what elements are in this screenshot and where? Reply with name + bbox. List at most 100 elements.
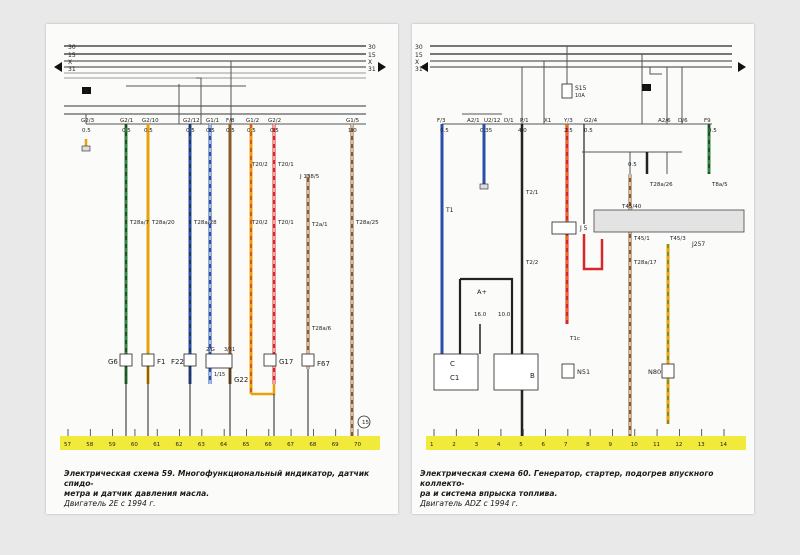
wire-size: 0.5 [708,128,717,134]
wire-label: G2/3 [81,118,95,124]
right-caption-engine: Двигатель ADZ с 1994 г. [420,499,519,508]
relay-label: J257 [691,241,705,248]
component-n51: N51 [577,368,590,376]
ground-number: 2 [452,442,456,448]
ground-number: 13 [698,442,705,448]
fuse-s15 [561,83,573,99]
ground-number: 62 [176,442,183,448]
bus-label-15: 15 [68,52,76,59]
component-a: A+ [477,288,487,296]
left-bus-lines [54,45,386,115]
wire-size: 0.5 [247,128,256,134]
wire-label: A2/1 [467,118,480,124]
ground-number: 65 [242,442,249,448]
connector-label: T28a/20 [151,220,175,226]
ground-number: 70 [354,442,361,448]
component-t1: T1 [445,207,454,214]
wire-label: G1/5 [346,118,360,124]
wire-size: 1.0 [348,128,357,134]
right-feed-lines [442,46,712,125]
left-caption-title: Электрическая схема 59. Многофункциональ… [64,469,370,488]
connector-label: T28a/17 [633,260,657,266]
connector-label: T2a/1 [311,222,328,228]
right-ground-bar [426,436,746,450]
wire-label: D/1 [504,118,514,124]
wire-label: F9 [704,118,711,124]
connector-label: T8a/5 [711,182,728,188]
wire-size: 0.5 [440,128,449,134]
right-caption-line2: ра и система впрыска топлива. [420,489,558,498]
wire-label: D/6 [678,118,688,124]
bus-label-x-right: X [368,59,372,66]
ground-number: 59 [109,442,116,448]
wire-size: 10.0 [498,312,511,318]
left-feed-lines [85,61,366,125]
connector-label: T20/2 [251,220,268,226]
ground-number: 69 [332,442,339,448]
wire-size: 0.5 [144,128,153,134]
ground-number: 12 [675,442,682,448]
bus-label-x: X [415,59,419,66]
ground-number: 60 [131,442,138,448]
wire-size: 2.5 [564,128,573,134]
wire-label: P/1 [520,118,529,124]
connector-label: T45/1 [633,236,650,242]
ground-ref-15: 15 [362,420,369,426]
component-n80: N80 [648,368,661,376]
connector-label: T20/1 [277,220,294,226]
wire-label: F/3 [437,118,446,124]
bus-label-31: 31 [68,66,76,73]
wire-size: 0.5 [584,128,593,134]
wire-label: G2/4 [584,118,598,124]
wire-label: G2/2 [268,118,281,124]
ground-number: 63 [198,442,205,448]
ground-ref-circle [357,415,371,429]
wire-label: G1/1 [206,118,219,124]
left-ground-bar [60,436,380,450]
right-caption-title: Электрическая схема 60. Генератор, старт… [420,469,714,488]
ground-number: 61 [153,442,160,448]
wire-size: 0.5 [206,128,215,134]
left-caption: Электрическая схема 59. Многофункциональ… [64,469,394,509]
left-badge-text: 5 [85,89,89,95]
ground-number: 66 [265,442,272,448]
ground-number: 5 [519,442,523,448]
ground-number: 3 [475,442,479,448]
left-wiring-diagram: 30 15 X 31 30 15 X 31 5 [54,44,386,450]
component-g6: G6 [108,358,118,366]
pin-label: 2/G [206,347,215,353]
right-bus-lines [420,45,746,72]
ground-number: 4 [497,442,501,448]
wire-label: A2/6 [658,118,671,124]
right-badge [642,84,651,91]
right-wires [440,124,711,436]
wire-size: 0.5 [628,162,637,168]
ground-number: 10 [631,442,638,448]
ground-number: 14 [720,442,727,448]
right-diagram-page: 30 15 X 31 S15 10A 5 [412,24,754,514]
connector-label: T28a/7 [129,220,150,226]
left-diagram-page: 30 15 X 31 30 15 X 31 5 [46,24,398,514]
left-wires [81,124,354,436]
wire-size: 0.35 [480,128,493,134]
component-f22: F22 [171,358,184,366]
relay-j257 [593,209,745,233]
connector-label: T28a/6 [311,326,332,332]
component-c: C [450,360,455,368]
component-f67: F67 [317,360,330,368]
wire-size: 0.5 [82,128,91,134]
bus-label-30: 30 [68,44,76,51]
connector-label: T2/2 [525,260,538,266]
connector-label: T20/1 [277,162,294,168]
fuse-label: S15 [575,85,587,92]
component-c1: C1 [450,374,459,382]
connector-label: T45/3 [669,236,686,242]
wire-size: 0.5 [226,128,235,134]
connector-label: T20/2 [251,162,268,168]
left-components [119,353,315,369]
bus-label-15: 15 [415,52,423,59]
wire-label: F/8 [226,118,235,124]
right-caption: Электрическая схема 60. Генератор, старт… [420,469,750,509]
